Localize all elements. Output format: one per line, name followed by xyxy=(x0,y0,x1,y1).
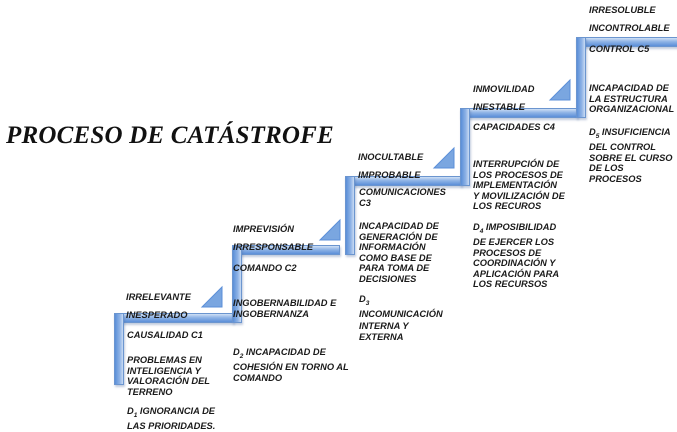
step-3-riser xyxy=(345,176,355,255)
step-4-description: INTERRUPCIÓN DE LOS PROCESOS DE IMPLEMEN… xyxy=(473,159,565,211)
step-4-arrow xyxy=(548,78,571,101)
step-4-deficiency: D4 IMPOSIBILIDAD DE EJERCER LOS PROCESOS… xyxy=(473,222,560,290)
step-4-top-label: INMOVILIDAD INESTABLE xyxy=(473,84,535,112)
step-3-deficiency: D3 INCOMUNICACIÓN INTERNA Y EXTERNA xyxy=(359,294,443,343)
step-2-heading: COMANDO C2 xyxy=(233,263,297,273)
step-4-riser xyxy=(460,108,470,186)
step-1-deficiency: D1 IGNORANCIA DE LAS PRIORIDADES. xyxy=(127,406,216,432)
step-5-top-label: IRRESOLUBLE INCONTROLABLE xyxy=(589,5,670,33)
step-1-description: PROBLEMAS EN INTELIGENCIA Y VALORACIÓN D… xyxy=(127,355,210,397)
step-1-riser xyxy=(114,313,124,385)
step-3-top-label: INOCULTABLE IMPROBABLE xyxy=(358,152,424,180)
step-3-heading: COMUNICACIONES C3 xyxy=(359,187,446,208)
step-4-heading: CAPACIDADES C4 xyxy=(473,122,555,132)
step-1-arrow xyxy=(200,285,223,308)
diagram-title: PROCESO DE CATÁSTROFE xyxy=(6,122,334,149)
step-5-riser xyxy=(576,37,586,118)
step-1-top-label: IRRELEVANTE INESPERADO xyxy=(126,292,191,320)
step-5-deficiency: D5 INSUFICIENCIA DEL CONTROL SOBRE EL CU… xyxy=(589,127,673,184)
step-3-arrow xyxy=(432,146,455,169)
step-5-description: INCAPACIDAD DE LA ESTRUCTURA ORGANIZACIO… xyxy=(589,83,675,114)
step-2-arrow xyxy=(318,218,341,241)
step-5-heading: CONTROL C5 xyxy=(589,44,650,54)
step-1-heading: CAUSALIDAD C1 xyxy=(127,330,203,340)
step-2-riser xyxy=(232,245,242,323)
step-2-description: INGOBERNABILIDAD E INGOBERNANZA xyxy=(233,298,337,319)
step-3-description: INCAPACIDAD DE GENERACIÓN DE INFORMACIÓN… xyxy=(359,221,439,284)
step-2-top-label: IMPREVISIÓN IRRESPONSABLE xyxy=(233,224,314,252)
step-2-deficiency: D2 INCAPACIDAD DE COHESIÓN EN TORNO AL C… xyxy=(233,347,349,383)
